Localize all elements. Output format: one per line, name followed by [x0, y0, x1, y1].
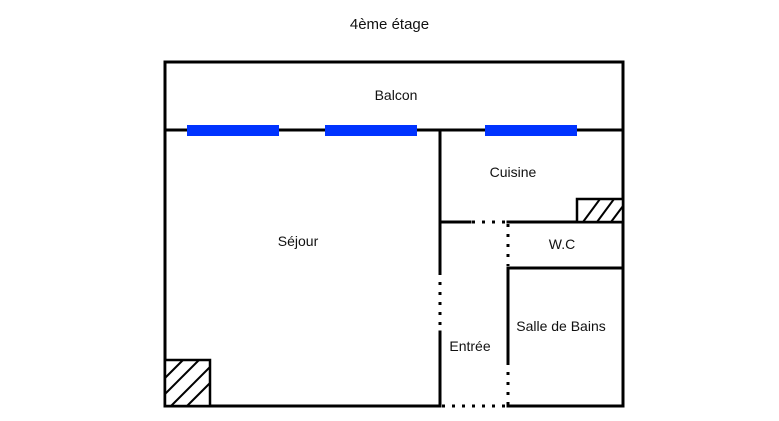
hatched-shaft-cuisine [575, 197, 625, 224]
window-3 [485, 125, 577, 136]
room-label-sejour: Séjour [278, 233, 319, 249]
window-1 [187, 125, 279, 136]
room-label-entree: Entrée [449, 338, 490, 354]
room-label-balcon: Balcon [375, 87, 418, 103]
hatched-shaft-sejour [163, 358, 212, 408]
plan-title: 4ème étage [349, 16, 430, 33]
outer-walls [163, 60, 625, 408]
windows [187, 125, 577, 136]
room-label-wc: W.C [549, 236, 575, 252]
room-label-cuisine: Cuisine [490, 164, 537, 180]
doors [438, 220, 510, 408]
interior-walls [163, 128, 625, 408]
room-label-salle-de-bains: Salle de Bains [516, 318, 606, 334]
window-2 [325, 125, 417, 136]
